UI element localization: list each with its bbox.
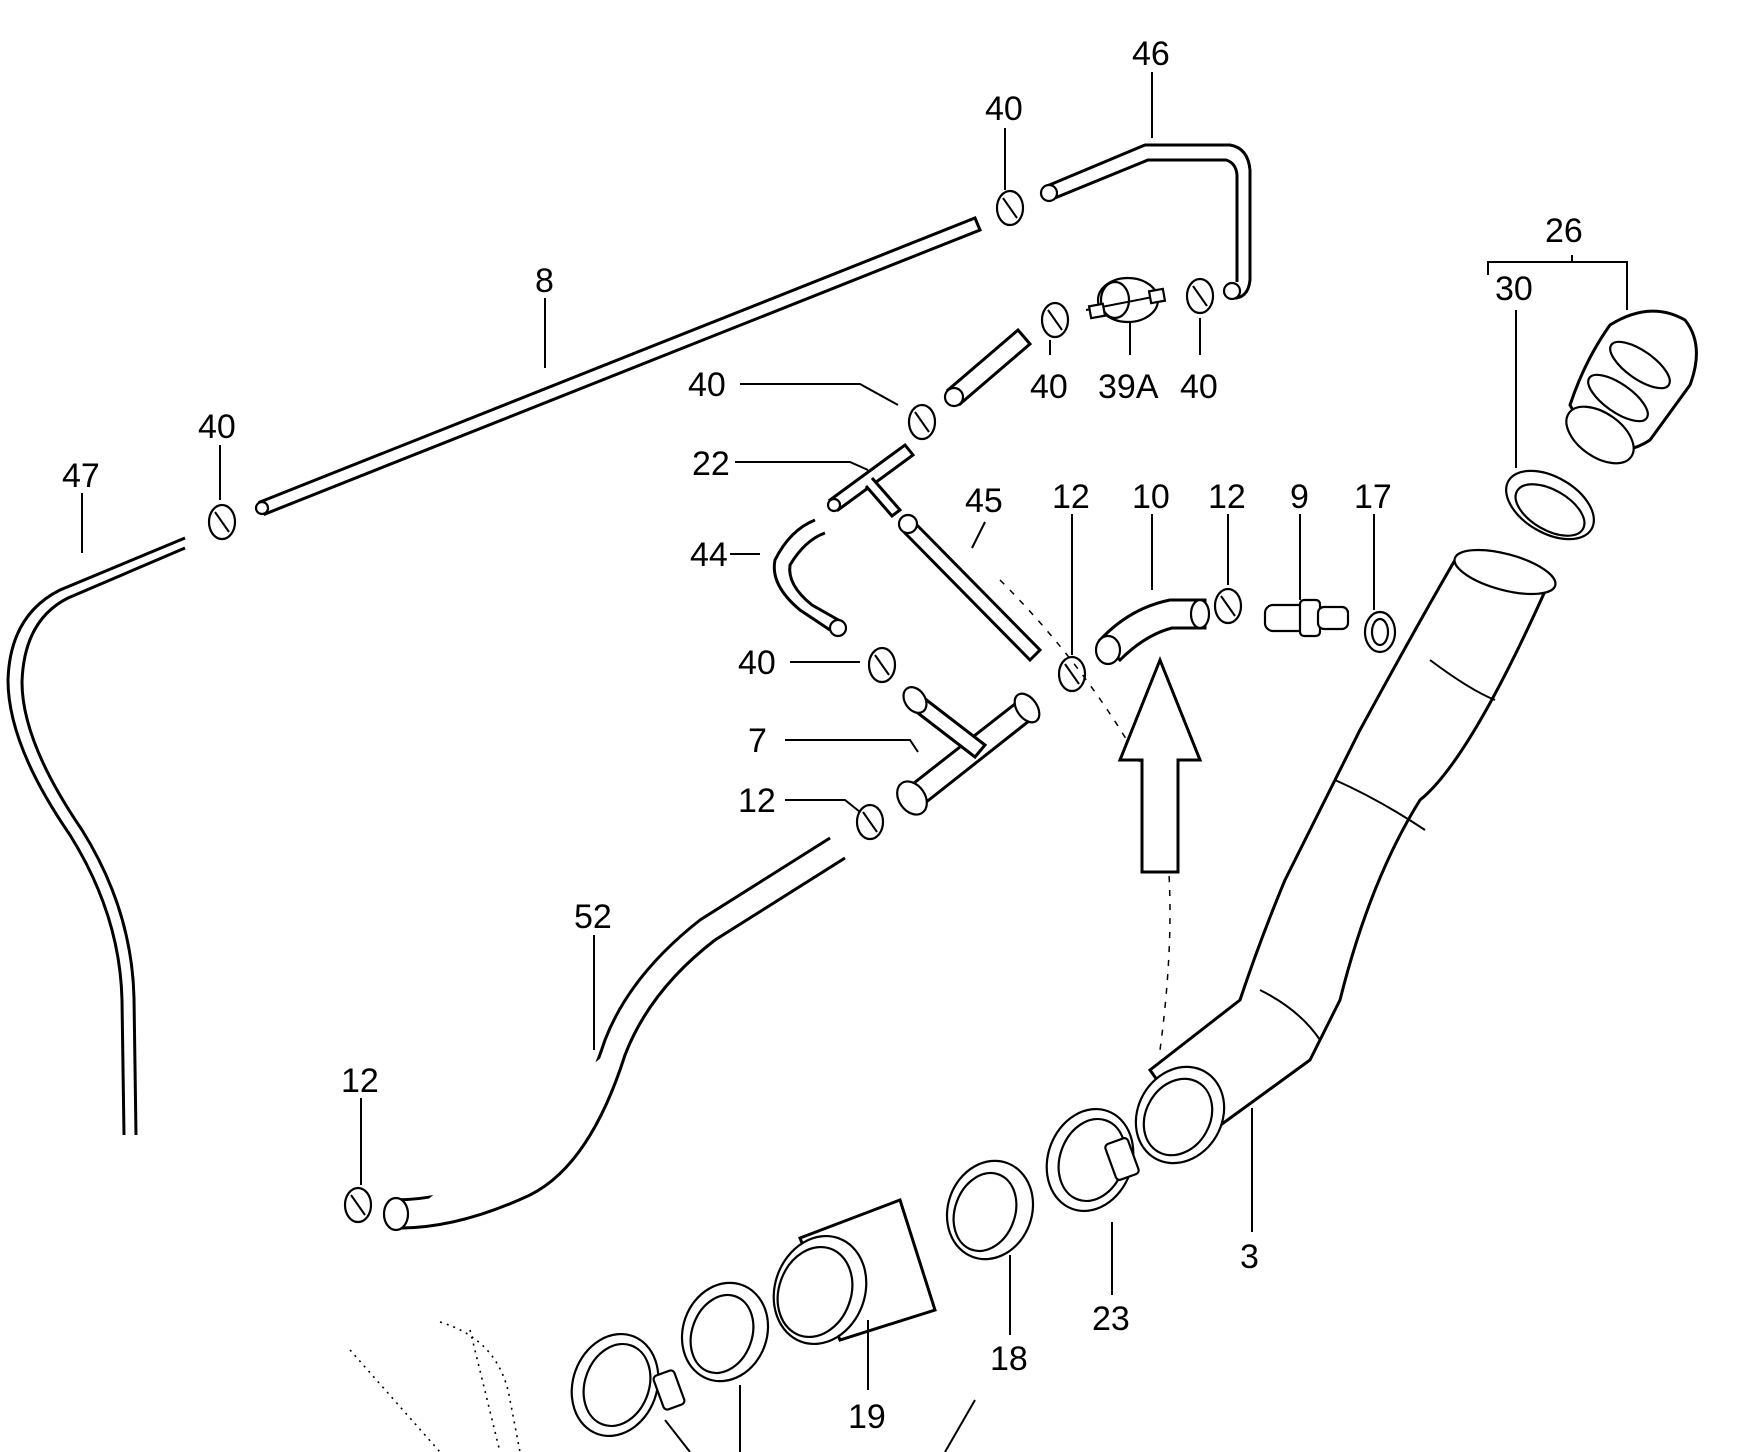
clip-40-top — [995, 189, 1025, 227]
label-18: 18 — [990, 1340, 1028, 1378]
hose-8 — [254, 216, 982, 516]
connector-7 — [896, 686, 1041, 816]
label-47: 47 — [62, 457, 100, 495]
part-labels: 46 40 26 30 8 40 40 40 39A 40 47 22 45 1… — [62, 35, 1583, 1436]
leader-lines — [81, 72, 1628, 1452]
hose-10 — [1094, 598, 1211, 666]
clip-40-lower — [867, 646, 897, 684]
o-ring-17 — [1363, 610, 1397, 654]
label-12-b: 12 — [1208, 478, 1246, 516]
clip-12-b — [1213, 587, 1243, 625]
ring-lower — [680, 1281, 770, 1383]
hose-clamp-23 — [1045, 1107, 1140, 1213]
t-piece-22 — [826, 442, 916, 519]
hose-47 — [6, 536, 186, 1136]
label-45: 45 — [965, 482, 1003, 520]
label-46: 46 — [1132, 35, 1170, 73]
hose-short — [943, 327, 1033, 408]
label-39a: 39A — [1098, 368, 1159, 406]
label-3: 3 — [1240, 1238, 1259, 1276]
label-10: 10 — [1132, 478, 1170, 516]
label-40-mid: 40 — [688, 366, 726, 404]
label-12-d: 12 — [341, 1062, 379, 1100]
label-40-valve-right: 40 — [1180, 368, 1218, 406]
clip-12-c — [855, 803, 885, 841]
clip-40-mid — [907, 403, 937, 441]
assembly-guide-line — [999, 579, 1171, 1051]
label-22: 22 — [692, 445, 730, 483]
filler-pipe-3 — [1134, 548, 1557, 1165]
clip-12-a — [1057, 655, 1087, 693]
hose-44 — [772, 518, 848, 638]
label-40-left: 40 — [198, 408, 236, 446]
label-52: 52 — [574, 898, 612, 936]
clip-40-valve-left — [1040, 301, 1070, 339]
label-30: 30 — [1495, 270, 1533, 308]
hose-46 — [1039, 143, 1252, 301]
sleeve-19 — [772, 1198, 937, 1346]
label-9: 9 — [1290, 478, 1309, 516]
label-26: 26 — [1545, 212, 1583, 250]
label-17: 17 — [1354, 478, 1392, 516]
label-7: 7 — [748, 722, 767, 760]
label-44: 44 — [690, 536, 728, 574]
label-40-top: 40 — [985, 90, 1023, 128]
label-40-valve-left: 40 — [1030, 368, 1068, 406]
label-40-lower: 40 — [738, 644, 776, 682]
sleeve-18 — [945, 1159, 1035, 1261]
connector-9 — [1263, 598, 1350, 638]
label-12-a: 12 — [1052, 478, 1090, 516]
clip-40-left — [207, 503, 237, 541]
direction-arrow — [1117, 655, 1203, 874]
tank-outline — [349, 1321, 521, 1452]
hose-52 — [382, 836, 846, 1232]
filler-cap-26 — [1565, 309, 1698, 465]
hose-45 — [897, 513, 1043, 663]
label-8: 8 — [535, 262, 554, 300]
hose-clamp-lower — [570, 1332, 686, 1438]
ring-30 — [1505, 469, 1595, 541]
label-23: 23 — [1092, 1300, 1130, 1338]
label-19: 19 — [848, 1398, 886, 1436]
valve-39a — [1085, 276, 1167, 324]
label-12-c: 12 — [738, 782, 776, 820]
clips — [207, 189, 1243, 1224]
clip-12-d — [343, 1186, 373, 1224]
clip-40-valve-right — [1185, 277, 1215, 315]
